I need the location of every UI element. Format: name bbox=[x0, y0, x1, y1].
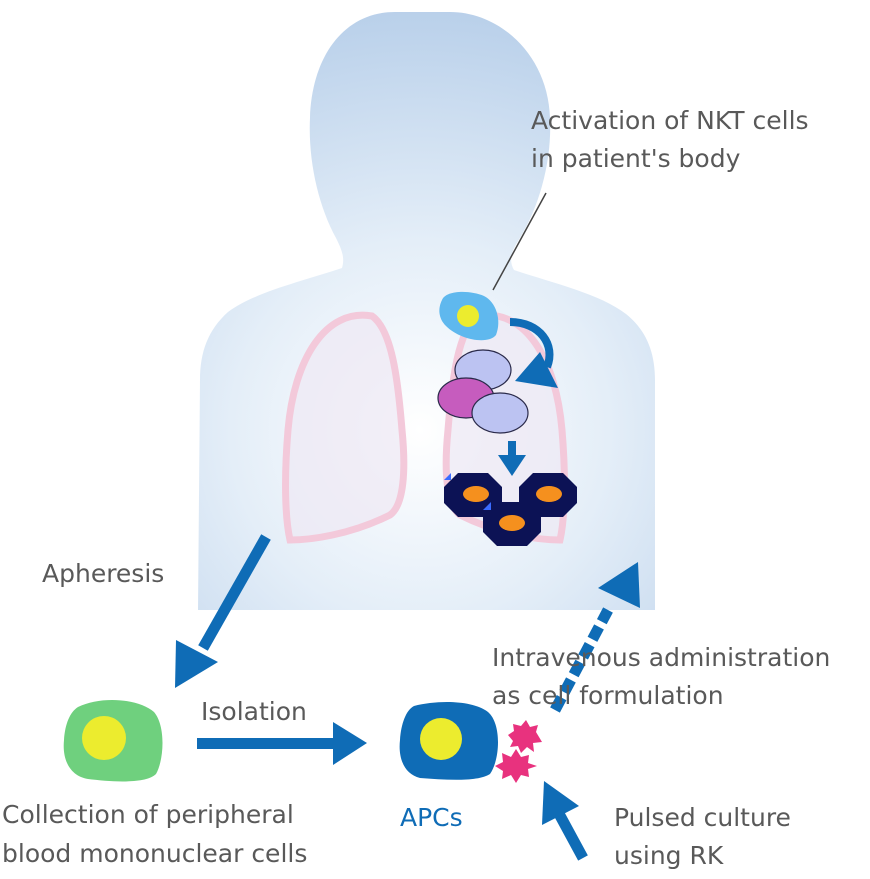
intravenous-label-line1: Intravenous administration bbox=[492, 643, 831, 672]
apcs-label: APCs bbox=[400, 803, 463, 832]
down-arrow-shaft bbox=[508, 441, 516, 457]
isolation-label: Isolation bbox=[201, 697, 307, 726]
dendritic-cell bbox=[439, 291, 499, 341]
dendritic-cell-nucleus bbox=[457, 305, 479, 327]
intravenous-arrowhead bbox=[598, 562, 640, 608]
curved-activation-arrow bbox=[509, 318, 554, 369]
left-lung bbox=[282, 311, 408, 544]
collection-label-line2: blood mononuclear cells bbox=[2, 839, 308, 868]
pulsed-arrow-shaft bbox=[552, 807, 588, 861]
activation-label-line1: Activation of NKT cells bbox=[531, 106, 809, 135]
pulsed-culture-label-line1: Pulsed culture bbox=[614, 803, 791, 832]
activation-label-line2: in patient's body bbox=[531, 144, 741, 173]
isolation-arrowhead bbox=[333, 722, 367, 765]
effector-cell-nucleus bbox=[536, 486, 562, 502]
pulsed-arrowhead bbox=[542, 781, 579, 825]
apc-cell-nucleus bbox=[420, 718, 462, 760]
apheresis-label: Apheresis bbox=[42, 559, 165, 588]
isolation-arrow-shaft bbox=[197, 738, 337, 749]
antigen-starburst bbox=[495, 749, 537, 783]
effector-cell-nucleus bbox=[463, 486, 489, 502]
pbmc-cell-nucleus bbox=[82, 716, 126, 760]
antigen-starburst bbox=[508, 720, 542, 753]
pbmc-cell bbox=[63, 699, 163, 782]
collection-label-line1: Collection of peripheral bbox=[2, 800, 294, 829]
down-arrow-head bbox=[498, 455, 526, 476]
intravenous-label-line2: as cell formulation bbox=[492, 681, 724, 710]
effector-cell bbox=[483, 502, 541, 546]
nkt-cell bbox=[471, 392, 529, 434]
activation-pointer-line bbox=[492, 192, 547, 291]
curved-activation-arrowhead bbox=[515, 352, 558, 388]
effector-cell bbox=[519, 473, 577, 517]
apheresis-arrow-shaft bbox=[198, 534, 271, 651]
apc-cell bbox=[399, 702, 498, 780]
pulsed-culture-label-line2: using RK bbox=[614, 841, 724, 870]
effector-cell-nucleus bbox=[499, 515, 525, 531]
apheresis-arrowhead bbox=[175, 640, 218, 688]
